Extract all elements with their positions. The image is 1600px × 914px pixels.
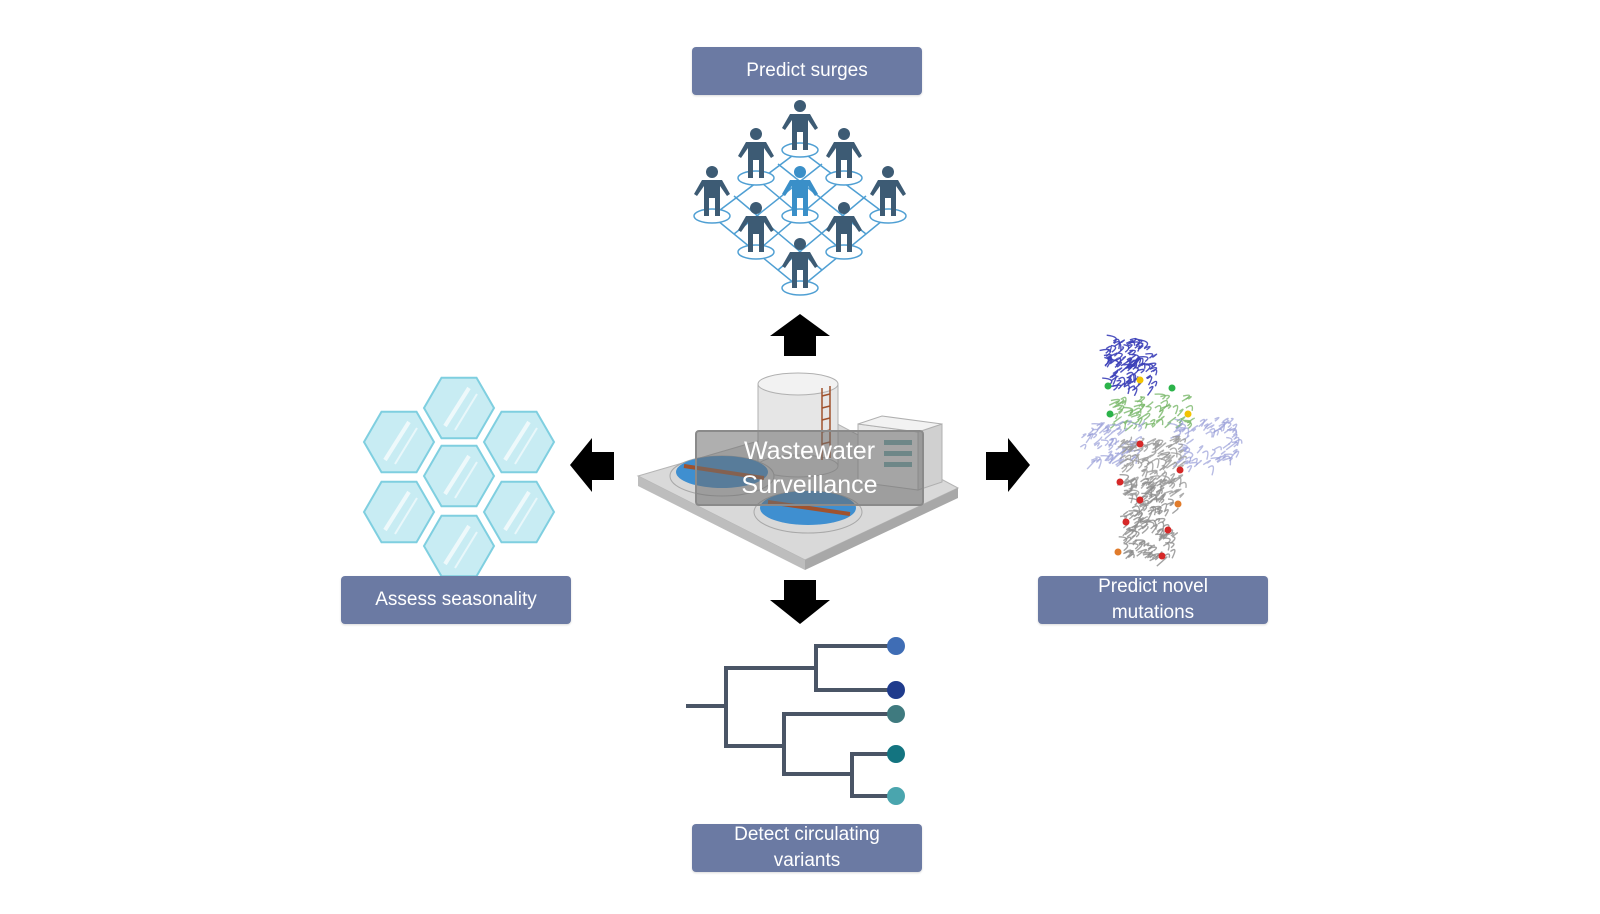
predict-surges-text: Predict surges	[746, 60, 868, 81]
wastewater-surveillance-label: Wastewater Surveillance	[695, 430, 924, 506]
person-icon	[870, 166, 906, 216]
tree-tip-3	[887, 705, 905, 723]
tree-tip-2	[887, 681, 905, 699]
hexagon-cell	[422, 376, 496, 440]
arrow-down-icon	[770, 580, 830, 624]
phylogenetic-tree-icon	[686, 637, 905, 805]
person-icon	[738, 128, 774, 178]
hexagon-cell	[482, 410, 556, 474]
person-icon	[826, 128, 862, 178]
arrow-left-icon	[570, 438, 614, 492]
hexagon-cell	[362, 410, 436, 474]
assess-seasonality-label: Assess seasonality	[341, 576, 571, 624]
person-icon	[782, 238, 818, 288]
center-title-line2: Surveillance	[741, 471, 878, 499]
person-icon	[738, 202, 774, 252]
hexagon-cell	[422, 444, 496, 508]
arrow-right-icon	[986, 438, 1030, 492]
person-icon	[782, 100, 818, 150]
hexagon-cell	[422, 514, 496, 578]
person-icon	[826, 202, 862, 252]
detect-circulating-variants-line1: Detect circulating	[734, 824, 880, 845]
detect-circulating-variants-line2: variants	[773, 850, 841, 871]
spike-protein-structure-icon	[1079, 334, 1243, 567]
predict-novel-mutations-line2: mutations	[1111, 602, 1195, 623]
predict-novel-mutations-label: Predict novel mutations	[1038, 576, 1268, 624]
people-network-icon	[693, 100, 907, 296]
predict-novel-mutations-line1: Predict novel	[1098, 576, 1208, 597]
person-icon	[782, 166, 818, 216]
arrow-up-icon	[770, 314, 830, 356]
tree-tip-1	[887, 637, 905, 655]
tree-tip-4	[887, 745, 905, 763]
tree-tip-5	[887, 787, 905, 805]
center-title-line1: Wastewater	[743, 437, 876, 465]
hexagon-cell	[362, 480, 436, 544]
person-icon	[694, 166, 730, 216]
hexagon-cluster-icon	[362, 376, 556, 578]
assess-seasonality-text: Assess seasonality	[375, 589, 537, 610]
detect-circulating-variants-label: Detect circulating variants	[692, 824, 922, 872]
hexagon-cell	[482, 480, 556, 544]
predict-surges-label: Predict surges	[692, 47, 922, 95]
